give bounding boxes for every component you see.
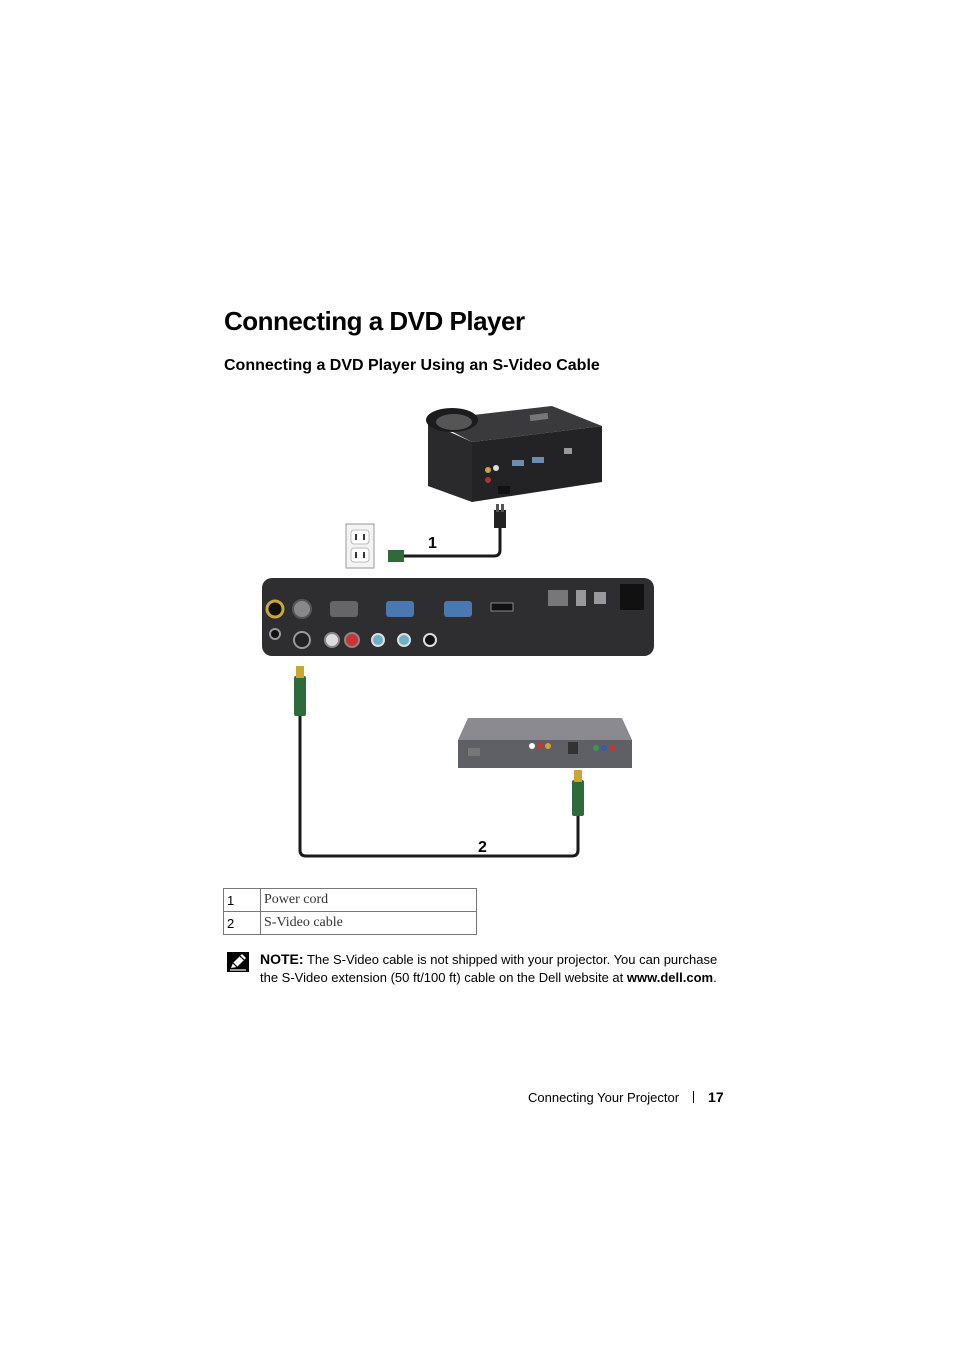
page-number: 17 (708, 1089, 724, 1105)
table-row: 2 S-Video cable (223, 911, 477, 935)
page-footer: Connecting Your Projector 17 (528, 1089, 724, 1105)
table-row: 1 Power cord (223, 888, 477, 912)
footer-divider (693, 1091, 695, 1103)
footer-section-title: Connecting Your Projector (528, 1090, 680, 1105)
note-body: The S-Video cable is not shipped with yo… (260, 952, 718, 985)
page-title: Connecting a DVD Player (224, 306, 525, 336)
note-end: . (713, 970, 717, 985)
section-subtitle: Connecting a DVD Player Using an S-Video… (224, 357, 600, 374)
callout-1: 1 (428, 535, 437, 552)
note-label: NOTE: (260, 951, 304, 967)
note-text: NOTE: The S-Video cable is not shipped w… (260, 950, 730, 987)
legend-number: 1 (223, 888, 261, 912)
legend-description: S-Video cable (260, 911, 477, 935)
legend-description: Power cord (260, 888, 477, 912)
legend-number: 2 (223, 911, 261, 935)
callout-2: 2 (478, 839, 487, 856)
connection-diagram: 1 (262, 398, 654, 860)
dvd-player-illustration (458, 718, 632, 768)
pencil-note-icon (227, 952, 249, 972)
power-cord (388, 504, 506, 562)
wall-outlet (345, 523, 375, 569)
dell-website-link[interactable]: www.dell.com (626, 970, 714, 985)
projector-illustration (426, 406, 602, 502)
projector-rear-panel (262, 578, 654, 656)
legend-table: 1 Power cord 2 S-Video cable (223, 888, 477, 935)
s-video-cable (294, 666, 584, 858)
